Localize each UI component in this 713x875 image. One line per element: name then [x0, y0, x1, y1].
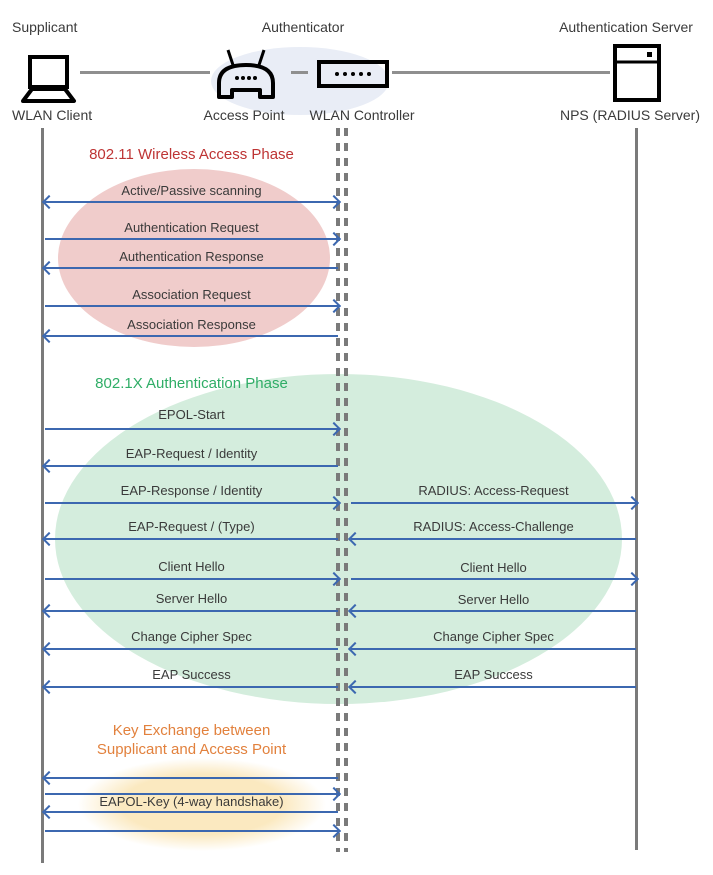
message-arrow	[45, 686, 338, 688]
message-arrow	[351, 578, 636, 580]
message-arrow	[45, 578, 338, 580]
message-label: Association Request	[132, 287, 251, 302]
role-authentication-server: Authentication Server	[559, 19, 693, 35]
message-label: Association Response	[127, 317, 256, 332]
server-icon	[613, 44, 661, 102]
message-arrow	[45, 538, 338, 540]
message-label: EAP-Response / Identity	[120, 483, 263, 498]
message-arrow	[45, 465, 338, 467]
authenticator-group-ellipse	[211, 47, 389, 115]
entity-wlan-client: WLAN Client	[12, 107, 93, 123]
message-label: Active/Passive scanning	[121, 183, 262, 198]
message-label: Client Hello	[158, 559, 225, 574]
message-arrow	[45, 811, 338, 813]
message-arrow	[351, 610, 636, 612]
phase1-ellipse	[58, 169, 330, 347]
message-label: Server Hello	[155, 591, 228, 606]
message-label: EAP-Request / Identity	[125, 446, 258, 461]
message-arrow	[351, 648, 636, 650]
message-arrow	[351, 538, 636, 540]
message-arrow	[45, 610, 338, 612]
message-arrow	[45, 335, 338, 337]
message-label: Client Hello	[460, 560, 527, 575]
message-label: Server Hello	[457, 592, 530, 607]
role-supplicant: Supplicant	[12, 19, 78, 35]
entity-wlan-controller: WLAN Controller	[309, 107, 415, 123]
connector-line	[80, 71, 210, 74]
message-label: Change Cipher Spec	[433, 629, 554, 644]
connector-line	[291, 71, 308, 74]
message-arrow	[45, 777, 338, 779]
message-arrow	[45, 238, 338, 240]
message-label: EAP Success	[454, 667, 533, 682]
phase3-title-line2: Supplicant and Access Point	[96, 741, 287, 758]
phase3-title-line1: Key Exchange between	[112, 722, 271, 739]
message-arrow	[45, 428, 338, 430]
message-label: Authentication Request	[124, 220, 259, 235]
entity-access-point: Access Point	[203, 107, 285, 123]
access-point-icon	[217, 49, 275, 99]
message-arrow	[351, 686, 636, 688]
message-arrow	[45, 267, 338, 269]
message-label: Authentication Response	[119, 249, 264, 264]
lifeline-nps-server	[635, 128, 638, 850]
message-label: EAP Success	[152, 667, 231, 682]
lifeline-wlan-client	[41, 128, 44, 863]
message-label: EPOL-Start	[158, 407, 225, 422]
message-label: RADIUS: Access-Request	[418, 483, 569, 498]
phase3-ellipse	[78, 758, 326, 851]
lifeline-controller-outer	[344, 128, 348, 852]
connector-line	[392, 71, 610, 74]
message-arrow	[45, 830, 338, 832]
wlan-controller-icon	[317, 60, 389, 88]
message-label: RADIUS: Access-Challenge	[413, 519, 574, 534]
phase3-title: Key Exchange between Supplicant and Acce…	[45, 721, 338, 759]
entity-nps-radius-server: NPS (RADIUS Server)	[559, 107, 701, 123]
message-arrow	[45, 502, 338, 504]
message-arrow	[45, 201, 338, 203]
message-arrow	[351, 502, 636, 504]
message-arrow	[45, 793, 338, 795]
phase2-title: 802.1X Authentication Phase	[95, 375, 288, 392]
message-label: Change Cipher Spec	[131, 629, 252, 644]
phase1-title: 802.11 Wireless Access Phase	[89, 146, 294, 163]
message-label: EAPOL-Key (4-way handshake)	[99, 794, 284, 809]
lifeline-controller-inner	[336, 128, 340, 852]
message-label: EAP-Request / (Type)	[128, 519, 255, 534]
role-authenticator: Authenticator	[261, 19, 345, 35]
message-arrow	[45, 305, 338, 307]
message-arrow	[45, 648, 338, 650]
laptop-icon	[21, 55, 76, 103]
